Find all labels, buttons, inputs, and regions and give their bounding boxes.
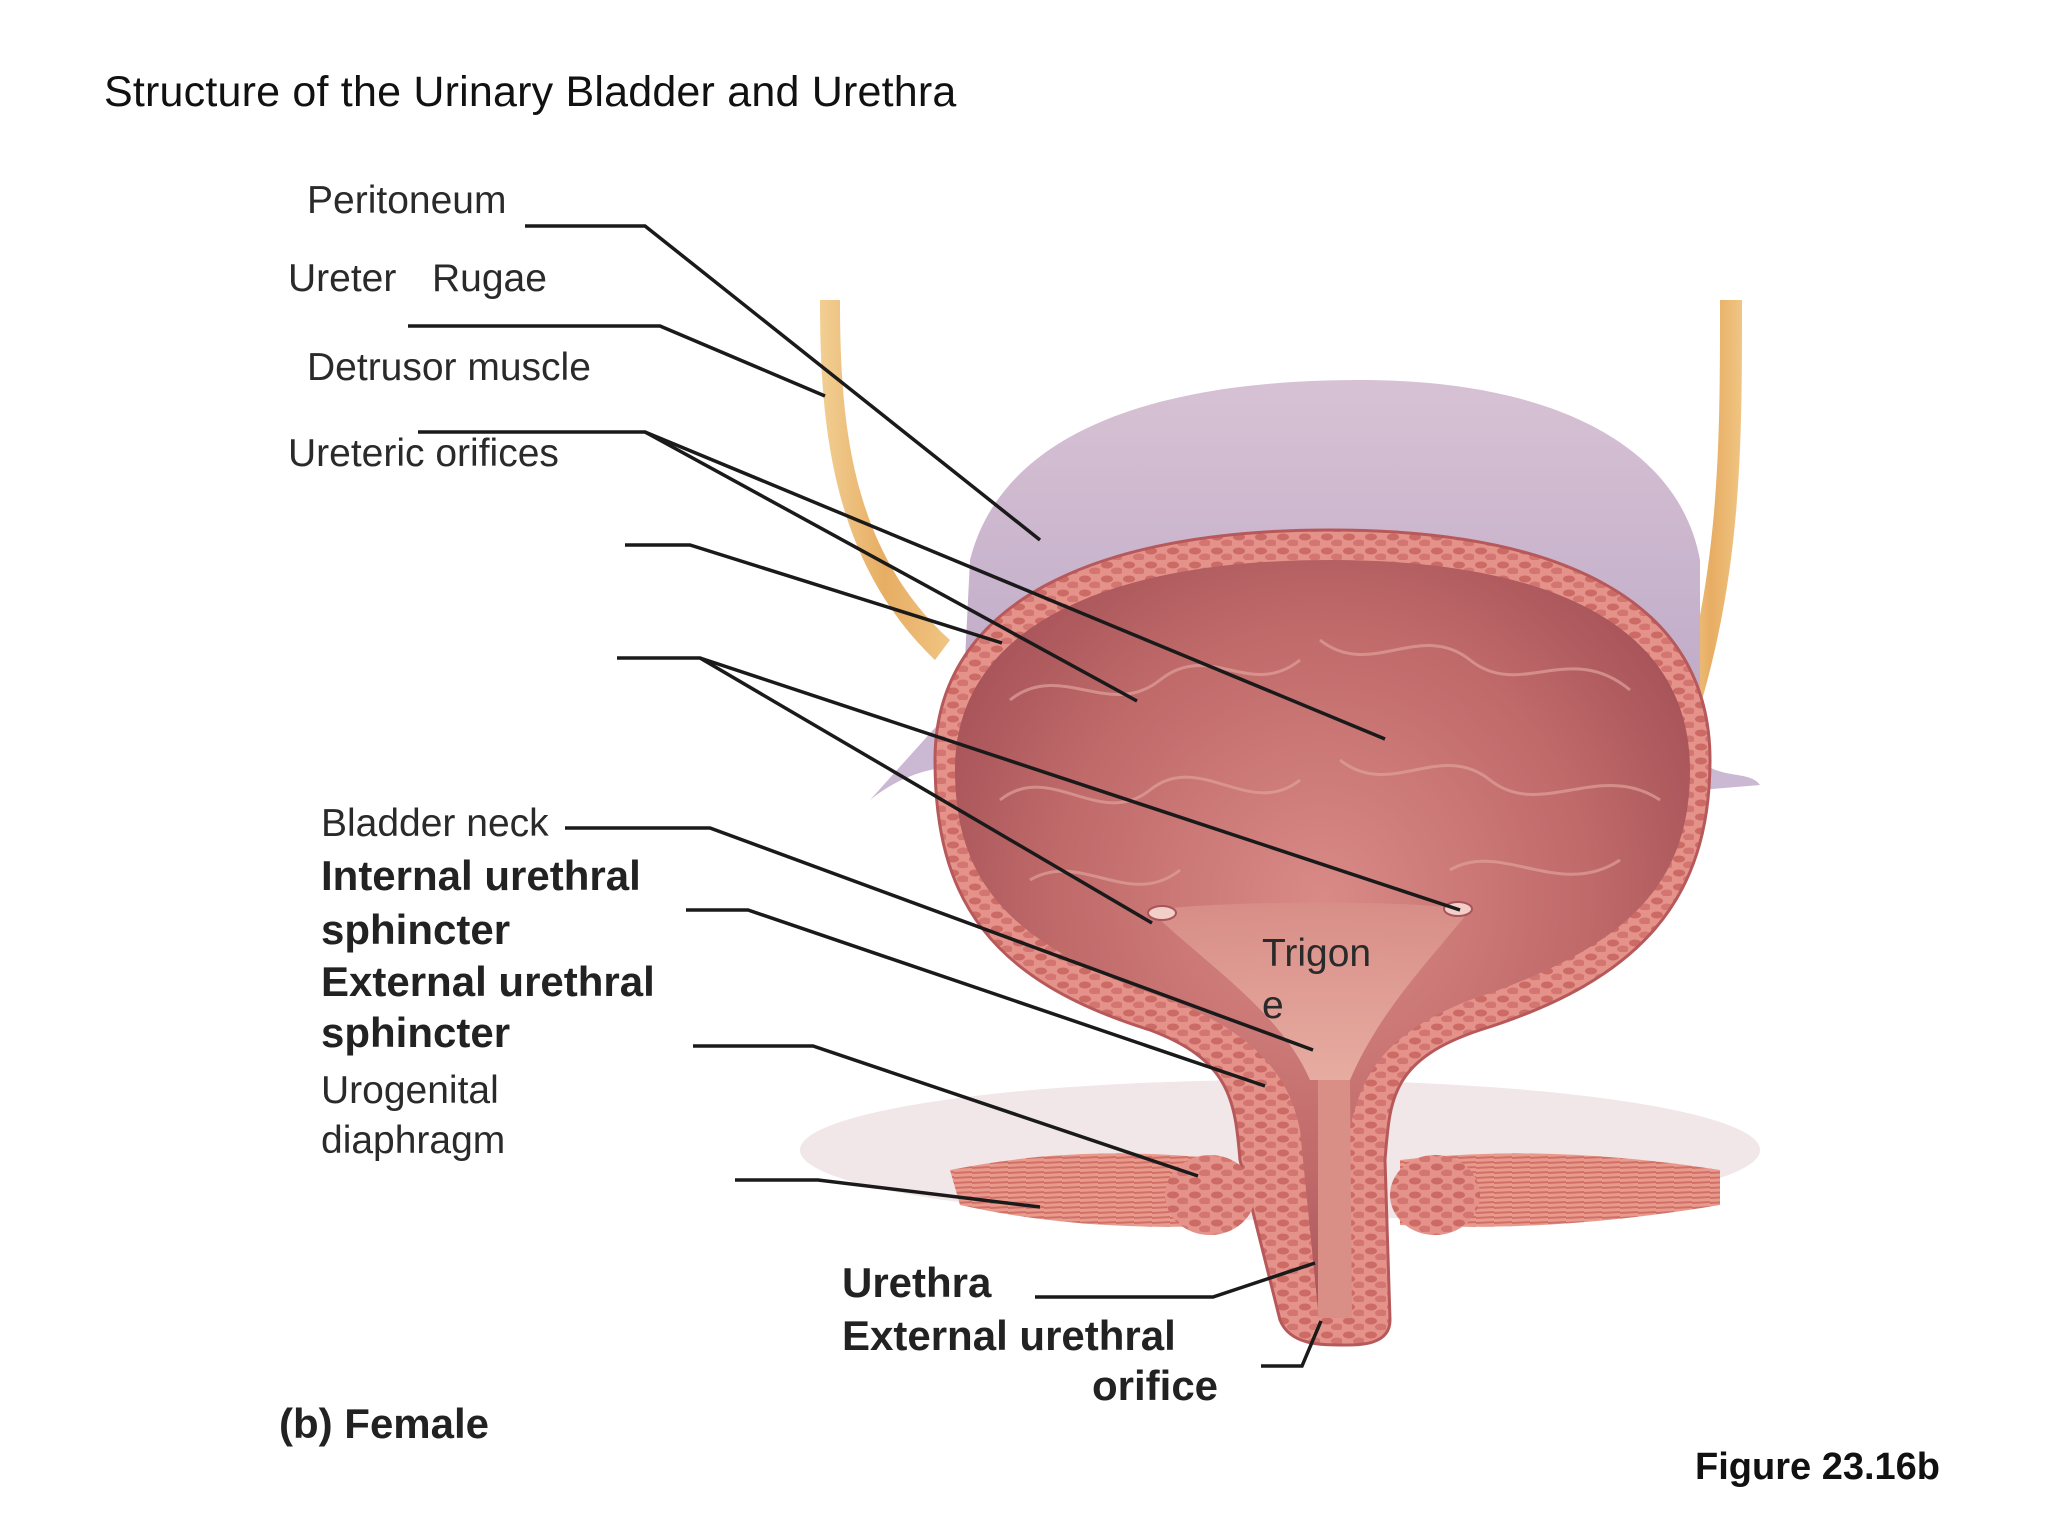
label-rugae: Rugae (432, 257, 547, 300)
label-detrusor-muscle: Detrusor muscle (307, 346, 591, 389)
urethra-lumen (1318, 1080, 1352, 1318)
leader-urethra (1035, 1261, 1316, 1299)
leader-external-sphincter (693, 1044, 1199, 1178)
leader-detrusor (625, 543, 1003, 645)
page-title: Structure of the Urinary Bladder and Ure… (104, 68, 957, 116)
label-external-orifice-line2: orifice (1092, 1362, 1219, 1409)
label-external-sphincter-line1: External urethral (321, 958, 655, 1005)
urogenital-diaphragm-left (950, 1153, 1235, 1227)
label-internal-sphincter-line1: Internal urethral (321, 852, 641, 899)
label-trigone-line1: Trigon (1262, 932, 1372, 975)
label-trigone-line2: e (1262, 984, 1284, 1027)
right-ureter (1680, 300, 1742, 700)
external-sphincter-left (1165, 1155, 1255, 1235)
leader-bladder-neck (565, 826, 1314, 1052)
label-external-orifice-line1: External urethral (842, 1312, 1176, 1359)
external-sphincter-right (1390, 1155, 1480, 1235)
label-ureteric-orifices: Ureteric orifices (288, 432, 559, 475)
left-ureter (820, 300, 950, 660)
left-ureteric-orifice (1147, 905, 1177, 921)
leader-external-orifice (1261, 1320, 1323, 1368)
label-urogenital-line2: diaphragm (321, 1119, 506, 1162)
rugae-folds (999, 638, 1661, 886)
leader-ureter (408, 324, 826, 398)
figure-caption: (b) Female (279, 1400, 490, 1447)
leader-urogenital (735, 1178, 1041, 1209)
label-internal-sphincter-line2: sphincter (321, 906, 511, 953)
peritoneum-right-edge (1700, 760, 1760, 790)
label-external-sphincter-line2: sphincter (321, 1009, 511, 1056)
trigone-region (1150, 902, 1470, 1080)
label-urogenital-line1: Urogenital (321, 1069, 499, 1112)
figure-number: Figure 23.16b (1695, 1446, 1940, 1488)
leader-lines (408, 224, 1461, 1368)
leader-rugae-2 (644, 430, 1386, 741)
leader-peritoneum (525, 224, 1042, 542)
urogenital-diaphragm-right (1400, 1153, 1720, 1227)
leader-ureteric-orifice-right (699, 656, 1461, 912)
leader-internal-sphincter (686, 908, 1266, 1088)
label-peritoneum: Peritoneum (307, 179, 507, 222)
label-bladder-neck: Bladder neck (321, 802, 549, 845)
label-ureter: Ureter (288, 257, 397, 300)
label-urethra: Urethra (842, 1259, 992, 1306)
